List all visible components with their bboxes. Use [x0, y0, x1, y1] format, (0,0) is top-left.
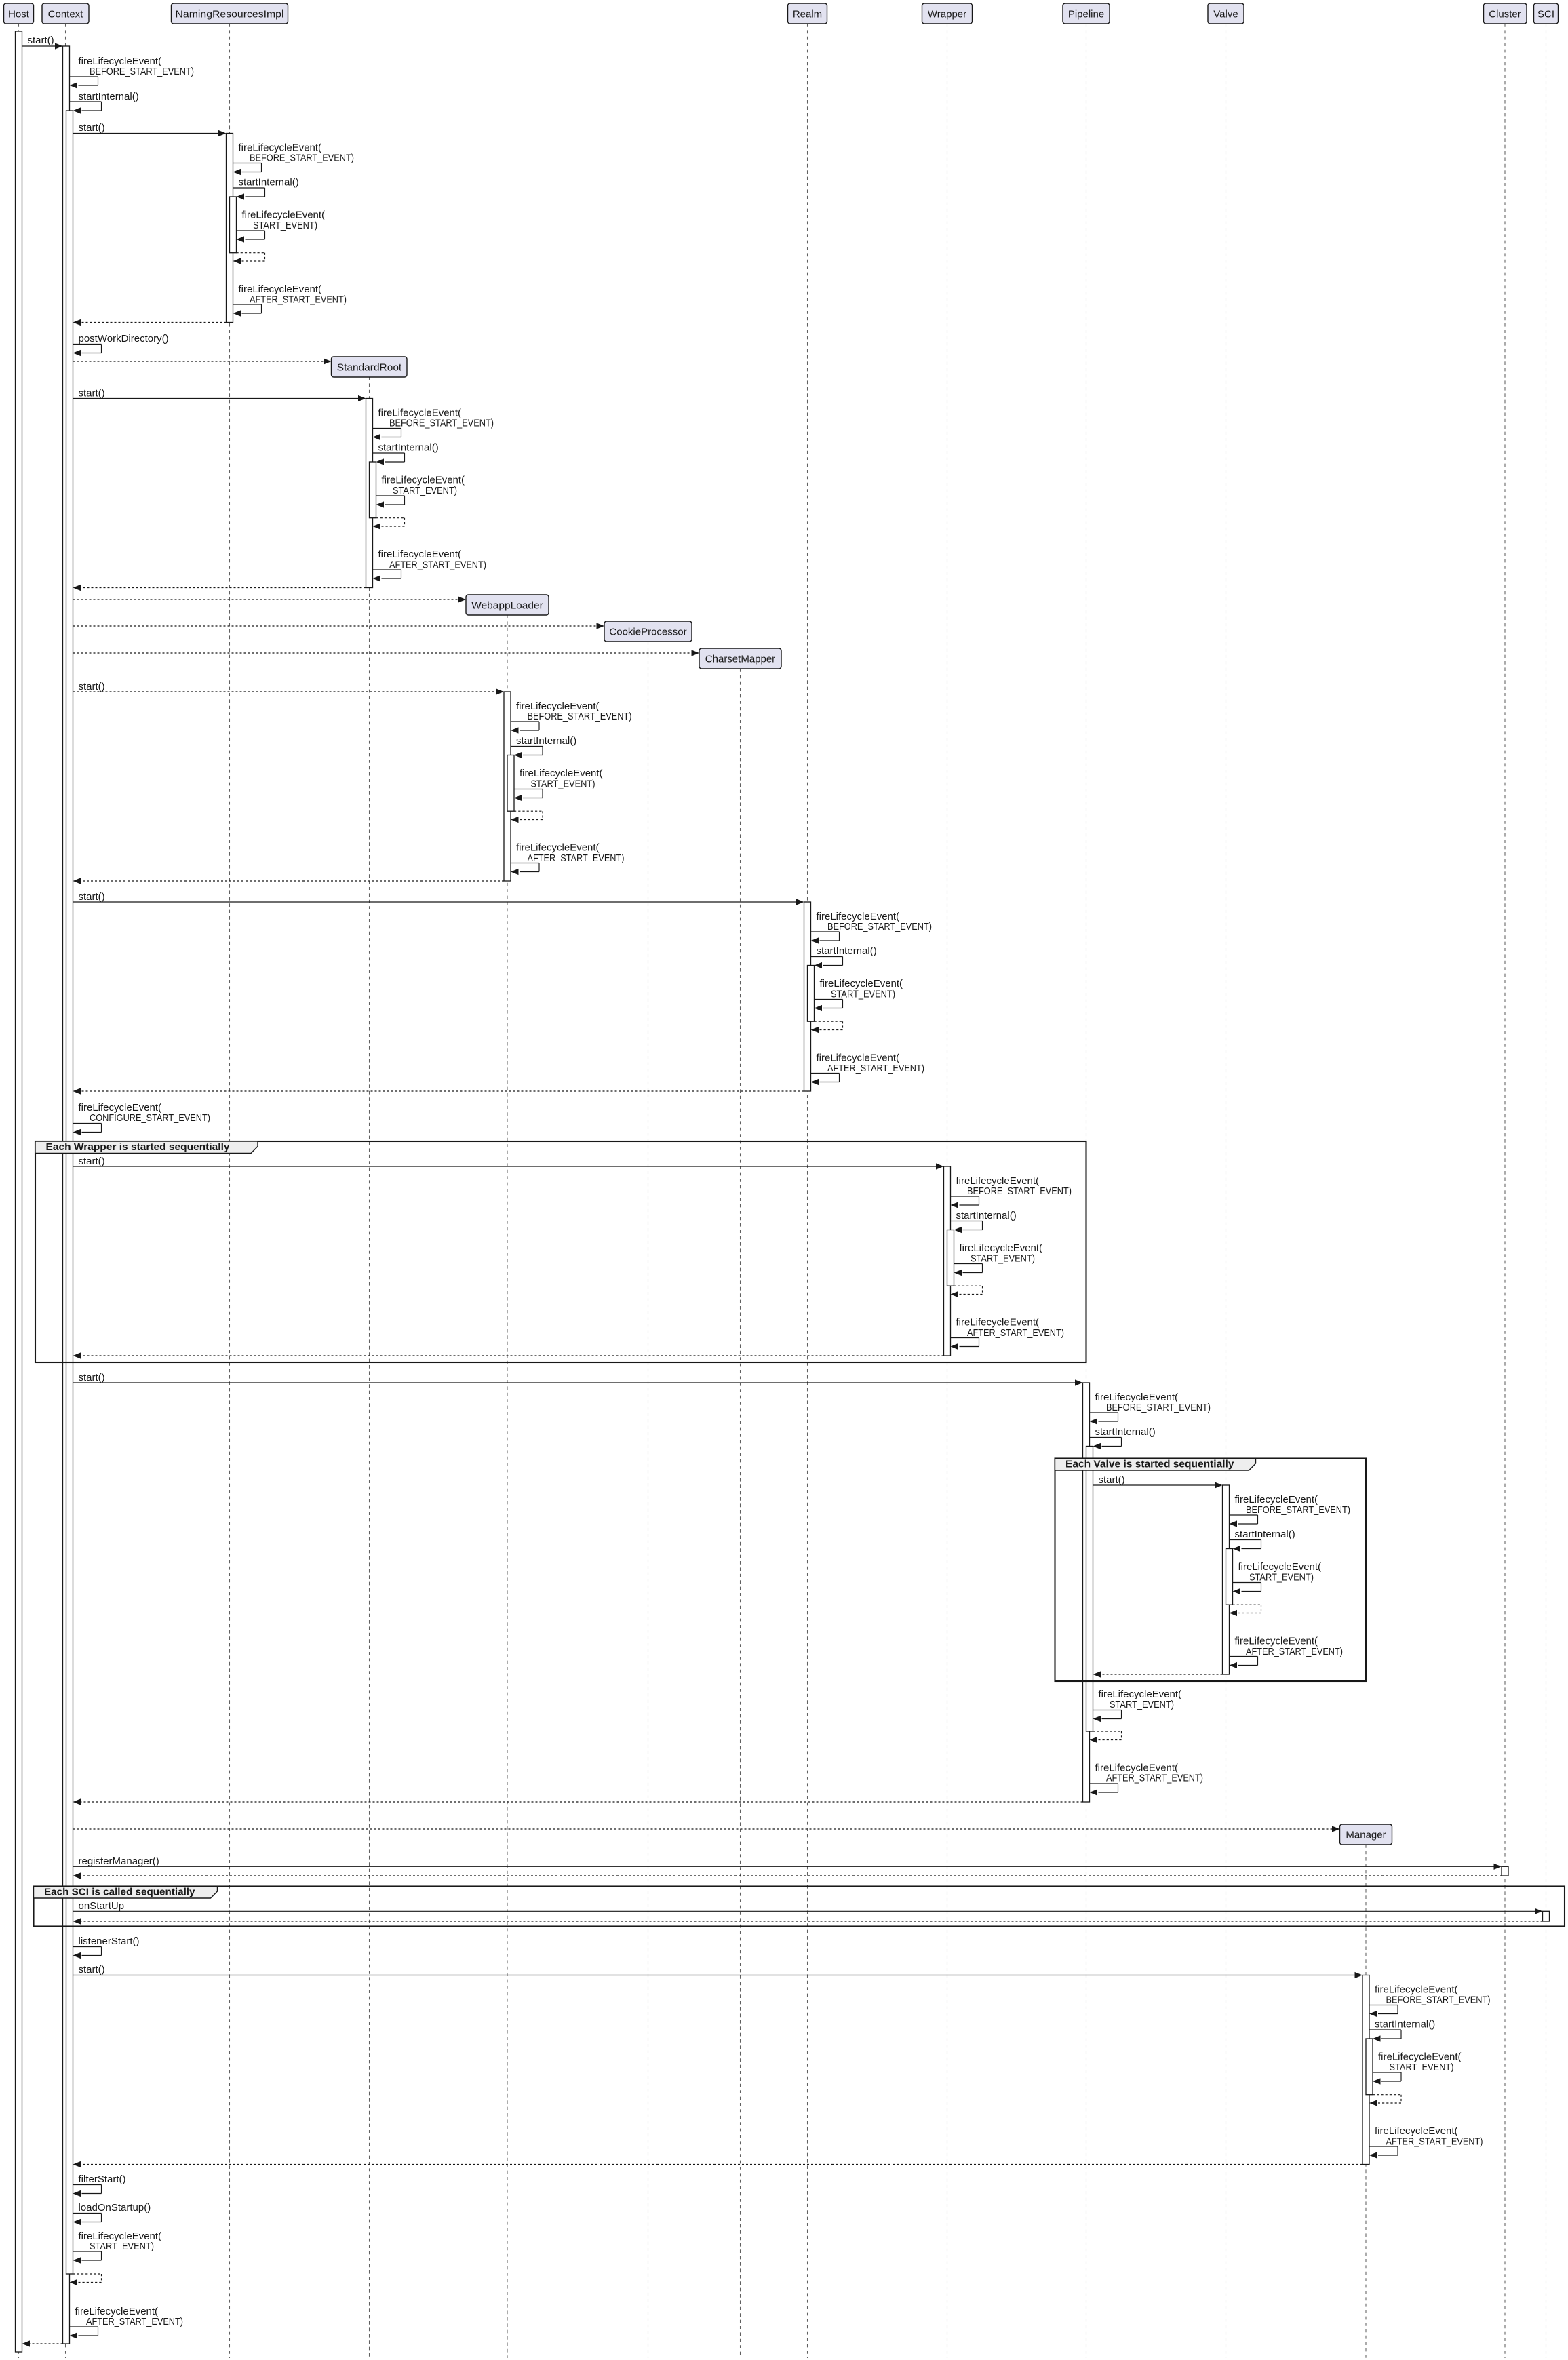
- svg-text:start(): start(): [1099, 1474, 1125, 1486]
- svg-text:fireLifecycleEvent(: fireLifecycleEvent(: [1238, 1561, 1322, 1573]
- svg-text:filterStart(): filterStart(): [79, 2174, 126, 2185]
- svg-text:fireLifecycleEvent(: fireLifecycleEvent(: [956, 1317, 1040, 1329]
- svg-text:BEFORE_START_EVENT): BEFORE_START_EVENT): [1386, 1994, 1491, 2006]
- svg-text:Cluster: Cluster: [1489, 9, 1521, 20]
- svg-text:SCI: SCI: [1537, 9, 1554, 20]
- svg-text:Realm: Realm: [793, 9, 822, 20]
- svg-text:fireLifecycleEvent(: fireLifecycleEvent(: [378, 408, 462, 419]
- svg-text:Manager: Manager: [1346, 1830, 1386, 1841]
- svg-text:START_EVENT): START_EVENT): [253, 220, 317, 231]
- svg-text:Each Wrapper is started sequen: Each Wrapper is started sequentially: [46, 1141, 231, 1153]
- svg-text:START_EVENT): START_EVENT): [393, 485, 457, 496]
- svg-text:registerManager(): registerManager(): [79, 1855, 159, 1867]
- svg-text:fireLifecycleEvent(: fireLifecycleEvent(: [1095, 1763, 1179, 1774]
- svg-text:start(): start(): [79, 122, 105, 134]
- svg-text:START_EVENT): START_EVENT): [1249, 1572, 1314, 1584]
- svg-text:Wrapper: Wrapper: [928, 9, 966, 20]
- svg-text:NamingResourcesImpl: NamingResourcesImpl: [176, 9, 284, 20]
- svg-text:START_EVENT): START_EVENT): [971, 1253, 1035, 1265]
- svg-text:fireLifecycleEvent(: fireLifecycleEvent(: [239, 283, 322, 295]
- svg-text:startInternal(): startInternal(): [239, 177, 299, 189]
- svg-text:START_EVENT): START_EVENT): [831, 989, 895, 1000]
- svg-text:BEFORE_START_EVENT): BEFORE_START_EVENT): [90, 66, 194, 77]
- svg-text:WebappLoader: WebappLoader: [471, 600, 543, 612]
- svg-text:AFTER_START_EVENT): AFTER_START_EVENT): [827, 1063, 924, 1074]
- svg-text:startInternal(): startInternal(): [1235, 1529, 1295, 1540]
- svg-text:start(): start(): [79, 1156, 105, 1167]
- svg-text:BEFORE_START_EVENT): BEFORE_START_EVENT): [1106, 1402, 1211, 1413]
- svg-text:Context: Context: [48, 9, 84, 20]
- svg-text:BEFORE_START_EVENT): BEFORE_START_EVENT): [967, 1185, 1072, 1197]
- svg-text:loadOnStartup(): loadOnStartup(): [79, 2202, 151, 2214]
- svg-text:fireLifecycleEvent(: fireLifecycleEvent(: [817, 911, 900, 922]
- svg-text:startInternal(): startInternal(): [1095, 1426, 1156, 1438]
- svg-text:fireLifecycleEvent(: fireLifecycleEvent(: [960, 1242, 1043, 1254]
- svg-text:fireLifecycleEvent(: fireLifecycleEvent(: [1235, 1494, 1318, 1506]
- svg-text:startInternal(): startInternal(): [817, 945, 877, 957]
- svg-text:listenerStart(): listenerStart(): [79, 1935, 140, 1947]
- svg-text:startInternal(): startInternal(): [956, 1210, 1017, 1221]
- svg-text:onStartUp: onStartUp: [79, 1900, 125, 1912]
- svg-text:Pipeline: Pipeline: [1068, 9, 1104, 20]
- svg-text:startInternal(): startInternal(): [1375, 2019, 1435, 2030]
- svg-text:startInternal(): startInternal(): [378, 442, 439, 454]
- svg-text:fireLifecycleEvent(: fireLifecycleEvent(: [1375, 1984, 1458, 1996]
- svg-text:start(): start(): [79, 388, 105, 399]
- svg-text:fireLifecycleEvent(: fireLifecycleEvent(: [520, 768, 603, 779]
- svg-text:fireLifecycleEvent(: fireLifecycleEvent(: [956, 1175, 1040, 1187]
- svg-text:BEFORE_START_EVENT): BEFORE_START_EVENT): [1246, 1504, 1350, 1516]
- svg-text:startInternal(): startInternal(): [516, 735, 576, 747]
- svg-text:fireLifecycleEvent(: fireLifecycleEvent(: [239, 142, 322, 154]
- svg-text:Host: Host: [8, 9, 30, 20]
- svg-text:start(): start(): [28, 35, 54, 46]
- svg-text:BEFORE_START_EVENT): BEFORE_START_EVENT): [389, 418, 494, 429]
- svg-text:START_EVENT): START_EVENT): [1110, 1699, 1174, 1710]
- svg-text:fireLifecycleEvent(: fireLifecycleEvent(: [1099, 1689, 1182, 1700]
- svg-text:fireLifecycleEvent(: fireLifecycleEvent(: [79, 1102, 162, 1114]
- svg-text:fireLifecycleEvent(: fireLifecycleEvent(: [1375, 2125, 1458, 2137]
- svg-text:START_EVENT): START_EVENT): [90, 2241, 154, 2252]
- svg-text:fireLifecycleEvent(: fireLifecycleEvent(: [1378, 2051, 1462, 2063]
- svg-text:START_EVENT): START_EVENT): [531, 779, 595, 790]
- svg-text:start(): start(): [79, 891, 105, 903]
- svg-text:fireLifecycleEvent(: fireLifecycleEvent(: [75, 2306, 159, 2317]
- svg-text:CharsetMapper: CharsetMapper: [705, 654, 775, 665]
- svg-text:start(): start(): [79, 681, 105, 692]
- svg-text:fireLifecycleEvent(: fireLifecycleEvent(: [516, 842, 600, 854]
- svg-text:AFTER_START_EVENT): AFTER_START_EVENT): [528, 852, 625, 864]
- svg-text:Each Valve is started sequenti: Each Valve is started sequentially: [1065, 1459, 1234, 1470]
- svg-text:fireLifecycleEvent(: fireLifecycleEvent(: [817, 1053, 900, 1064]
- svg-text:StandardRoot: StandardRoot: [337, 362, 402, 374]
- svg-text:CONFIGURE_START_EVENT): CONFIGURE_START_EVENT): [90, 1112, 210, 1124]
- svg-text:fireLifecycleEvent(: fireLifecycleEvent(: [382, 475, 465, 486]
- svg-text:fireLifecycleEvent(: fireLifecycleEvent(: [79, 56, 162, 67]
- svg-text:fireLifecycleEvent(: fireLifecycleEvent(: [79, 2230, 162, 2242]
- svg-text:AFTER_START_EVENT): AFTER_START_EVENT): [250, 294, 347, 306]
- svg-text:START_EVENT): START_EVENT): [1390, 2062, 1454, 2073]
- svg-text:AFTER_START_EVENT): AFTER_START_EVENT): [967, 1327, 1064, 1339]
- svg-text:AFTER_START_EVENT): AFTER_START_EVENT): [1106, 1773, 1203, 1784]
- svg-text:AFTER_START_EVENT): AFTER_START_EVENT): [1386, 2136, 1483, 2148]
- svg-text:fireLifecycleEvent(: fireLifecycleEvent(: [1095, 1392, 1179, 1403]
- svg-text:BEFORE_START_EVENT): BEFORE_START_EVENT): [250, 153, 354, 164]
- svg-text:start(): start(): [79, 1372, 105, 1383]
- svg-text:BEFORE_START_EVENT): BEFORE_START_EVENT): [827, 921, 932, 932]
- svg-text:AFTER_START_EVENT): AFTER_START_EVENT): [1246, 1646, 1343, 1657]
- svg-text:fireLifecycleEvent(: fireLifecycleEvent(: [516, 701, 600, 712]
- svg-text:fireLifecycleEvent(: fireLifecycleEvent(: [242, 210, 326, 221]
- svg-text:CookieProcessor: CookieProcessor: [609, 627, 686, 638]
- svg-text:fireLifecycleEvent(: fireLifecycleEvent(: [1235, 1636, 1318, 1647]
- svg-text:AFTER_START_EVENT): AFTER_START_EVENT): [86, 2316, 183, 2327]
- svg-text:BEFORE_START_EVENT): BEFORE_START_EVENT): [528, 711, 632, 722]
- svg-text:AFTER_START_EVENT): AFTER_START_EVENT): [389, 559, 486, 571]
- svg-text:Valve: Valve: [1213, 9, 1238, 20]
- svg-text:Each SCI is called sequentiall: Each SCI is called sequentially: [44, 1887, 195, 1898]
- svg-text:fireLifecycleEvent(: fireLifecycleEvent(: [820, 978, 903, 989]
- svg-text:startInternal(): startInternal(): [79, 91, 139, 102]
- svg-text:start(): start(): [79, 1964, 105, 1975]
- svg-text:fireLifecycleEvent(: fireLifecycleEvent(: [378, 549, 462, 560]
- svg-text:postWorkDirectory(): postWorkDirectory(): [79, 333, 169, 345]
